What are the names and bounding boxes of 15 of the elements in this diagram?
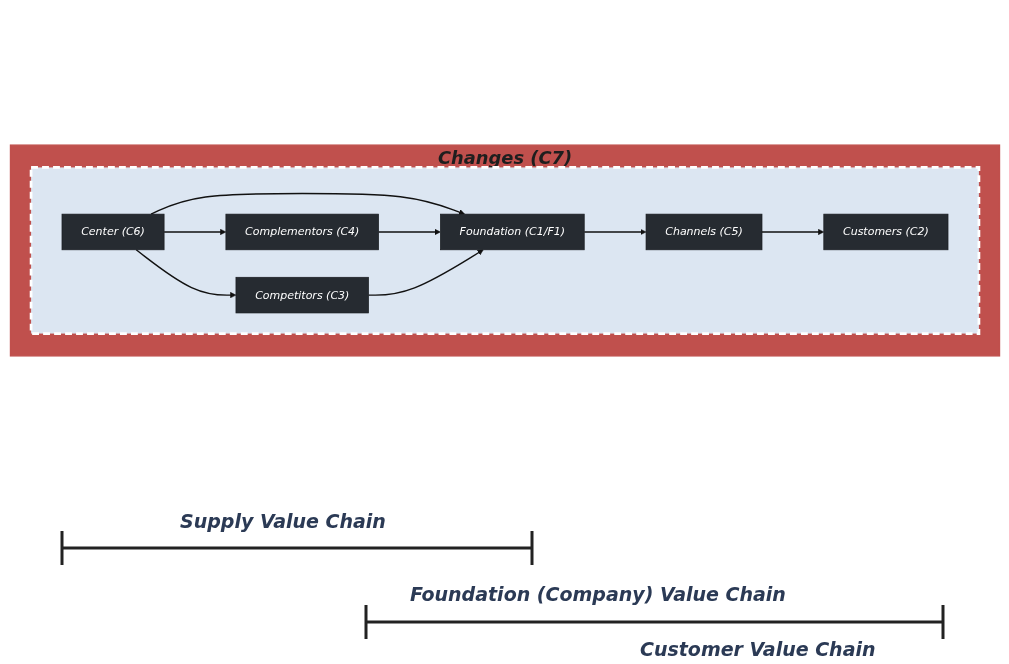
- arrow: [760, 228, 824, 235]
- arrow: [367, 249, 484, 296]
- node-box: Competitors (C3): [235, 276, 369, 313]
- node-box: Center (C6): [61, 213, 164, 250]
- span-label: Foundation (Company) Value Chain: [410, 583, 786, 605]
- node-box: Channels (C5): [645, 213, 762, 250]
- arrow: [583, 228, 646, 235]
- node-box: Foundation (C1/F1): [439, 213, 585, 250]
- span-label: Supply Value Chain: [180, 510, 386, 532]
- node-box: Customers (C2): [822, 213, 948, 250]
- node-box: Complementors (C4): [225, 213, 379, 250]
- span-label: Customer Value Chain: [640, 638, 876, 660]
- arrow: [377, 228, 441, 235]
- arrow: [162, 228, 226, 235]
- arrow: [135, 248, 236, 298]
